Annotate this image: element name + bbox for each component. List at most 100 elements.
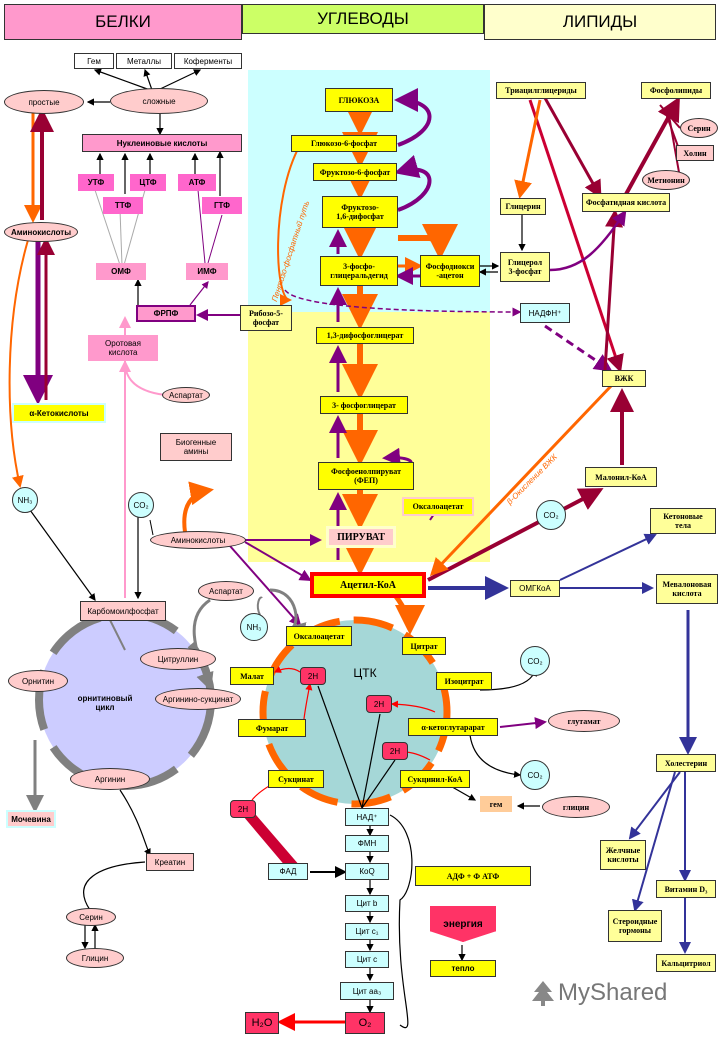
f16bp-node: Фруктозо- 1,6-дифосфат xyxy=(322,196,398,228)
creatine-node: Креатин xyxy=(146,853,194,871)
omgkoa-node: ОМГКоА xyxy=(510,580,560,597)
co2-tca-b: CO₂ xyxy=(520,760,550,790)
vzhk-node: ВЖК xyxy=(602,370,646,387)
nucleic-acids-node: Нуклеиновые кислоты xyxy=(82,134,242,152)
cofactors-node: Коферменты xyxy=(174,53,242,69)
g3p-node: 3-фосфо- глицеральдегид xyxy=(320,256,398,286)
h2-box-1: 2H xyxy=(300,667,326,685)
tca-title: ЦТК xyxy=(353,665,377,680)
acetyl-coa-node: Ацетил-КоА xyxy=(310,572,426,598)
atp-equation-node: АДФ + Ф АТФ xyxy=(415,866,531,886)
simple-proteins-node: простые xyxy=(4,90,84,114)
complex-proteins-node: сложные xyxy=(110,88,208,114)
h2-box-4: 2H xyxy=(230,800,256,818)
orotic-acid-node: Оротовая кислота xyxy=(88,335,158,361)
omf-node: ОМФ xyxy=(96,263,146,280)
watermark-logo: MyShared xyxy=(528,978,667,1008)
ttf-node: ТТФ xyxy=(103,197,143,214)
amino-acids-mid-node: Аминокислоты xyxy=(150,531,246,549)
argininosuccinate-node: Аргинино-сукцинат xyxy=(155,688,241,710)
nadph-node: НАДФН⁺ xyxy=(520,303,570,323)
nad-node: НАД⁺ xyxy=(345,808,389,826)
gem-node: Гем xyxy=(74,53,114,69)
header-carbs: УГЛЕВОДЫ xyxy=(242,4,484,34)
watermark-text: MyShared xyxy=(558,979,668,1006)
header-lipids: ЛИПИДЫ xyxy=(484,4,716,40)
atf-node: АТФ xyxy=(178,174,216,191)
vitamin-d3-node: Витамин D₃ xyxy=(656,880,716,898)
glycine-protein-node: Глицин xyxy=(66,948,124,968)
glycine-tca-node: глицин xyxy=(542,796,610,818)
serine-lipid-node: Серин xyxy=(680,118,718,138)
g6p-node: Глюкозо-6-фосфат xyxy=(291,135,397,152)
cyt-aa3-node: Цит aa₃ xyxy=(340,982,394,1000)
ctf-node: ЦТФ xyxy=(130,174,166,191)
malate-node: Малат xyxy=(230,667,274,685)
ornithine-node: Орнитин xyxy=(8,670,68,692)
aspartate-top-node: Аспартат xyxy=(162,387,210,403)
metals-node: Металлы xyxy=(116,53,172,69)
pg3-node: 3- фосфоглицерат xyxy=(320,396,408,414)
utf-node: УТФ xyxy=(78,174,114,191)
urea-node: Мочевина xyxy=(6,810,56,828)
pep-node: Фосфоенолпируват (ФЕП) xyxy=(318,462,414,490)
citrulline-node: Цитруллин xyxy=(140,648,216,670)
koq-node: КоQ xyxy=(345,863,389,880)
glutamate-node: глутамат xyxy=(548,710,620,732)
phosphatidic-acid-node: Фосфатидная кислота xyxy=(582,193,670,212)
malonyl-coa-node: Малонил-КоА xyxy=(585,467,657,487)
isocitrate-node: Изоцитрат xyxy=(436,672,492,690)
bpg-node: 1,3-дифосфоглицерат xyxy=(316,327,414,344)
gtf-node: ГТФ xyxy=(202,197,242,214)
co2-proteins-node: CO₂ xyxy=(128,492,154,518)
dhap-node: Фосфодиокси -ацетон xyxy=(420,255,480,287)
glycerol3p-node: Глицерол 3-фосфат xyxy=(500,252,550,282)
carbamoyl-phosphate-node: Карбомоилфосфат xyxy=(80,601,166,621)
o2-node: O₂ xyxy=(345,1012,385,1034)
akg-node: α-кетоглутарарат xyxy=(408,718,498,736)
glycerol-node: Глицерин xyxy=(500,198,546,215)
aspartate-bottom-node: Аспартат xyxy=(198,581,254,601)
oxaloacetate-carb-node: Оксалоацетат xyxy=(402,497,474,516)
mevalonic-acid-node: Мевалоновая кислота xyxy=(656,574,718,604)
cholesterol-node: Холестерин xyxy=(656,754,716,772)
citrate-node: Цитрат xyxy=(402,637,446,655)
pyruvate-node: ПИРУВАТ xyxy=(326,526,396,548)
cyt-b-node: Цит b xyxy=(345,895,389,912)
cyt-c1-node: Цит c₁ xyxy=(345,923,389,940)
glucose-node: ГЛЮКОЗА xyxy=(325,88,393,112)
imf-node: ИМФ xyxy=(186,263,228,280)
bile-acids-node: Желчные кислоты xyxy=(600,840,646,870)
h2-box-3: 2H xyxy=(382,742,408,760)
header-proteins: БЕЛКИ xyxy=(4,4,242,40)
methionine-node: Метионин xyxy=(642,170,690,190)
phospholipids-node: Фосфолипиды xyxy=(641,82,711,99)
frpf-node: ФРПФ xyxy=(136,305,196,322)
watermark-tree-icon xyxy=(532,981,554,1006)
arginine-node: Аргинин xyxy=(70,768,150,790)
succinyl-coa-node: Сукцинил-КоА xyxy=(400,770,470,788)
keto-acids-node: α-Кетокислоты xyxy=(12,403,106,423)
fmn-node: ФМН xyxy=(345,835,389,852)
f6p-node: Фруктозо-6-фосфат xyxy=(313,163,397,181)
co2-lipid-node: CO₂ xyxy=(536,500,566,530)
triacylglycerides-node: Триацилглицериды xyxy=(496,82,586,99)
succinate-node: Сукцинат xyxy=(268,770,324,788)
nh3-right-node: NH₃ xyxy=(240,613,268,641)
ornithine-cycle-label: орнитиновый цикл xyxy=(77,694,133,712)
h2o-node: H₂O xyxy=(245,1012,279,1034)
biogenic-amines-node: Биогенные амины xyxy=(160,433,232,461)
h2-box-2: 2H xyxy=(366,695,392,713)
co2-tca-a: CO₂ xyxy=(520,646,550,676)
ribose5p-node: Рибозо-5- фосфат xyxy=(240,305,292,331)
choline-node: Холин xyxy=(676,145,714,161)
ketone-bodies-node: Кетоновые тела xyxy=(650,508,716,534)
calcitriol-node: Кальцитриол xyxy=(656,954,716,972)
fumarate-node: Фумарат xyxy=(238,719,306,737)
fad-node: ФАД xyxy=(268,863,308,880)
gem-tca-node: гем xyxy=(480,796,512,812)
serine-protein-node: Серин xyxy=(66,908,116,926)
heat-node: тепло xyxy=(430,960,496,977)
